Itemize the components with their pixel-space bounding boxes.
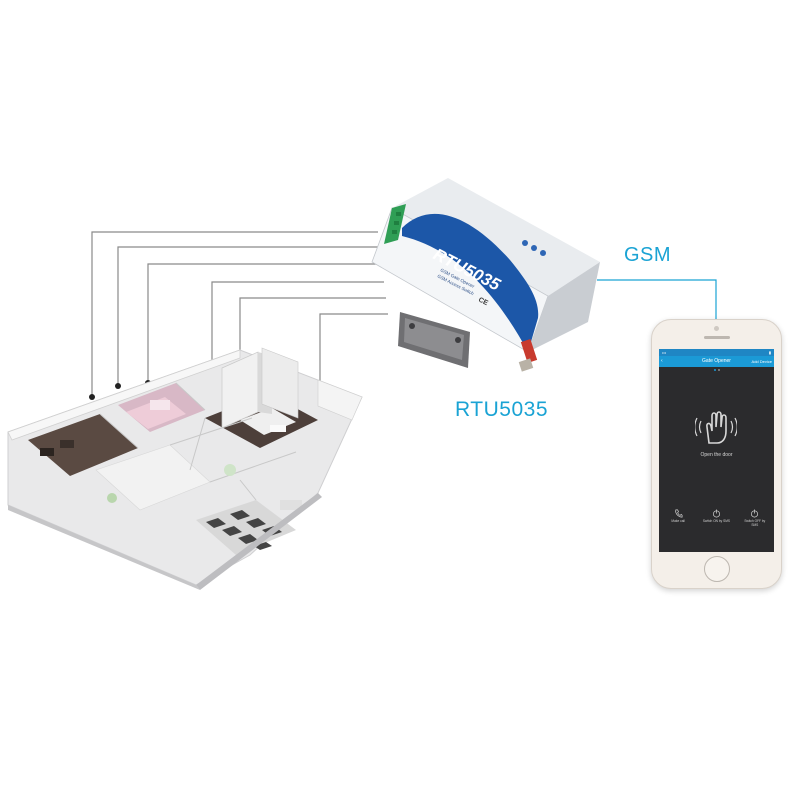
wiring-lines bbox=[91, 231, 388, 417]
app-title: Gate Opener bbox=[702, 358, 731, 364]
wire-1 bbox=[91, 231, 378, 395]
switch-on-button[interactable]: Switch ON by SMS bbox=[702, 509, 730, 541]
make-call-button[interactable]: Make call bbox=[664, 509, 692, 541]
status-bar: ••• ▮ bbox=[659, 349, 774, 356]
switch-off-label: Switch OFF by SMS bbox=[744, 519, 766, 527]
rtu5035-label: RTU5035 bbox=[455, 398, 548, 421]
phone-call-icon bbox=[674, 509, 683, 518]
smartphone: ••• ▮ ‹ Gate Opener Add Device bbox=[651, 319, 782, 589]
antenna bbox=[518, 338, 538, 372]
phone-screen: ••• ▮ ‹ Gate Opener Add Device bbox=[659, 349, 774, 552]
device-leds bbox=[522, 240, 546, 256]
open-door-text: Open the door bbox=[700, 452, 733, 458]
home-button[interactable] bbox=[704, 556, 730, 582]
rtu5035-device bbox=[371, 178, 600, 372]
switch-off-button[interactable]: Switch OFF by SMS bbox=[741, 509, 769, 541]
gsm-link-line bbox=[597, 279, 717, 322]
front-camera-icon bbox=[714, 326, 719, 331]
power-on-icon bbox=[712, 509, 720, 518]
device-ce-mark: CE bbox=[477, 297, 489, 308]
wire-3 bbox=[147, 263, 382, 382]
device-blue-panel bbox=[402, 213, 539, 352]
gsm-label: GSM bbox=[624, 244, 672, 266]
power-off-icon bbox=[751, 509, 759, 518]
signal-icon: ••• bbox=[662, 350, 667, 355]
add-device-button[interactable]: Add Device bbox=[751, 359, 772, 364]
battery-icon: ▮ bbox=[768, 350, 771, 355]
back-icon[interactable]: ‹ bbox=[661, 358, 663, 364]
page-indicator bbox=[659, 367, 774, 373]
action-bar: Make call Switch ON by SMS Switch OFF by… bbox=[659, 509, 774, 541]
app-bar: ‹ Gate Opener Add Device bbox=[659, 356, 774, 367]
speaker-grille bbox=[704, 336, 730, 339]
wire-2 bbox=[117, 246, 380, 385]
open-door-button[interactable] bbox=[694, 407, 738, 452]
floor-plan-illustration bbox=[7, 347, 363, 590]
make-call-label: Make call bbox=[671, 519, 685, 523]
wire-5 bbox=[239, 297, 386, 357]
hand-press-icon bbox=[694, 411, 738, 444]
switch-on-label: Switch ON by SMS bbox=[702, 519, 731, 523]
page-dot bbox=[717, 368, 720, 371]
page-dot-active bbox=[713, 368, 716, 371]
